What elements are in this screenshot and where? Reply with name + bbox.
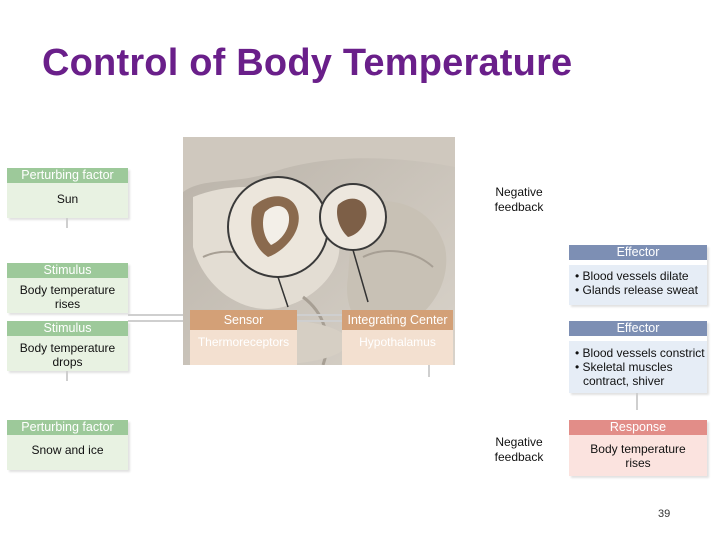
stimulus-drop-box: Stimulus Body temperature drops <box>7 321 128 371</box>
response-header: Response <box>569 420 707 435</box>
stimulus-rise-box: Stimulus Body temperature rises <box>7 263 128 313</box>
integrating-center-header: Integrating Center <box>342 310 453 330</box>
integrating-center-box: Integrating Center Hypothalamus <box>342 310 453 365</box>
effector-bottom-text: • Blood vessels constrict • Skeletal mus… <box>569 341 707 393</box>
connector-stimulus-sensor <box>128 314 188 316</box>
stimulus-rise-header: Stimulus <box>7 263 128 278</box>
effector-top-line-1: • Blood vessels dilate <box>575 269 689 283</box>
connector-integrating-down <box>428 365 430 377</box>
effector-top-line-2: • Glands release sweat <box>575 283 698 297</box>
response-text: Body temperature rises <box>569 435 707 476</box>
sensor-box: Sensor Thermoreceptors <box>190 310 297 365</box>
page-number: 39 <box>658 508 671 520</box>
effector-bottom-line-1: • Blood vessels constrict <box>575 346 705 360</box>
effector-bottom-header: Effector <box>569 321 707 336</box>
perturbing-factor-top-text: Sun <box>7 183 128 218</box>
effector-bottom-line-3: contract, shiver <box>583 374 665 388</box>
response-box: Response Body temperature rises <box>569 420 707 476</box>
connector-sun-stimulus <box>66 218 68 228</box>
connector-sensor-integrating-2 <box>297 320 342 322</box>
connector-effector-response <box>636 393 638 410</box>
sensor-text: Thermoreceptors <box>190 330 297 365</box>
sensor-header: Sensor <box>190 310 297 330</box>
perturbing-factor-bottom-box: Perturbing factor Snow and ice <box>7 420 128 470</box>
perturbing-factor-top-header: Perturbing factor <box>7 168 128 183</box>
stimulus-drop-text: Body temperature drops <box>7 336 128 371</box>
perturbing-factor-top-box: Perturbing factor Sun <box>7 168 128 218</box>
perturbing-factor-bottom-text: Snow and ice <box>7 435 128 470</box>
effector-top-box: Effector • Blood vessels dilate • Glands… <box>569 245 707 305</box>
connector-drop-snow <box>66 371 68 381</box>
effector-bottom-line-2: • Skeletal muscles <box>575 360 673 374</box>
negative-feedback-bottom: Negative feedback <box>494 435 544 464</box>
stimulus-drop-header: Stimulus <box>7 321 128 336</box>
negative-feedback-top: Negative feedback <box>494 185 544 214</box>
connector-stimulus-sensor-2 <box>128 320 188 322</box>
slide-title: Control of Body Temperature <box>42 42 573 84</box>
stimulus-rise-text: Body temperature rises <box>7 278 128 313</box>
integrating-center-text: Hypothalamus <box>342 330 453 365</box>
effector-top-text: • Blood vessels dilate • Glands release … <box>569 265 707 305</box>
effector-bottom-box: Effector • Blood vessels constrict • Ske… <box>569 321 707 393</box>
connector-sensor-integrating <box>297 314 342 316</box>
effector-top-header: Effector <box>569 245 707 260</box>
perturbing-factor-bottom-header: Perturbing factor <box>7 420 128 435</box>
